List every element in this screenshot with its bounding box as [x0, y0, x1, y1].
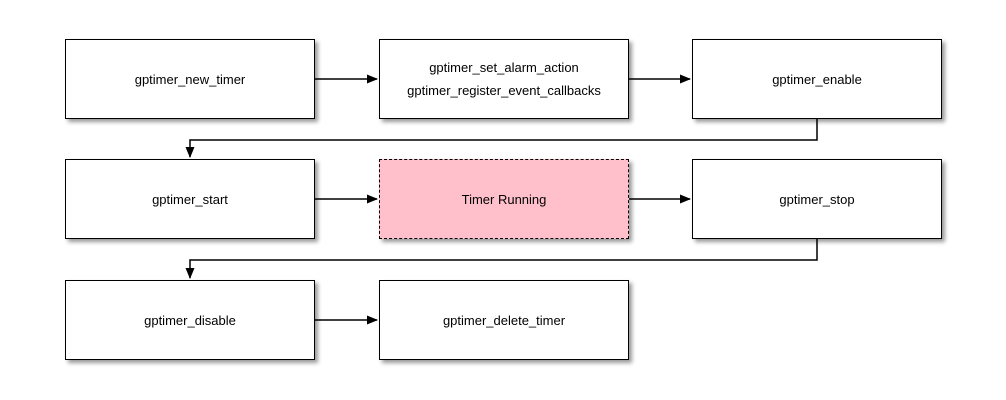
node-gptimer-stop: gptimer_stop [692, 159, 942, 239]
node-gptimer-enable: gptimer_enable [692, 39, 942, 119]
edge-enable-to-start [185, 119, 818, 158]
node-gptimer-disable: gptimer_disable [65, 280, 315, 360]
node-gptimer-delete-timer: gptimer_delete_timer [379, 280, 629, 360]
node-label: gptimer_start [152, 191, 228, 207]
node-label: gptimer_delete_timer [442, 312, 566, 328]
node-gptimer-new-timer: gptimer_new_timer [65, 39, 315, 119]
node-gptimer-set-alarm-action: gptimer_set_alarm_action gptimer_registe… [379, 39, 629, 119]
node-gptimer-start: gptimer_start [65, 159, 315, 239]
edge-stop-to-disable [185, 239, 818, 279]
node-label: gptimer_enable [772, 71, 862, 87]
node-timer-running: Timer Running [379, 159, 629, 239]
node-label: gptimer_disable [144, 312, 236, 328]
node-label: Timer Running [461, 191, 547, 207]
node-label: gptimer_register_event_callbacks [407, 83, 601, 98]
node-label: gptimer_set_alarm_action [429, 60, 579, 75]
node-label: gptimer_new_timer [134, 71, 246, 87]
node-label: gptimer_stop [779, 191, 855, 207]
